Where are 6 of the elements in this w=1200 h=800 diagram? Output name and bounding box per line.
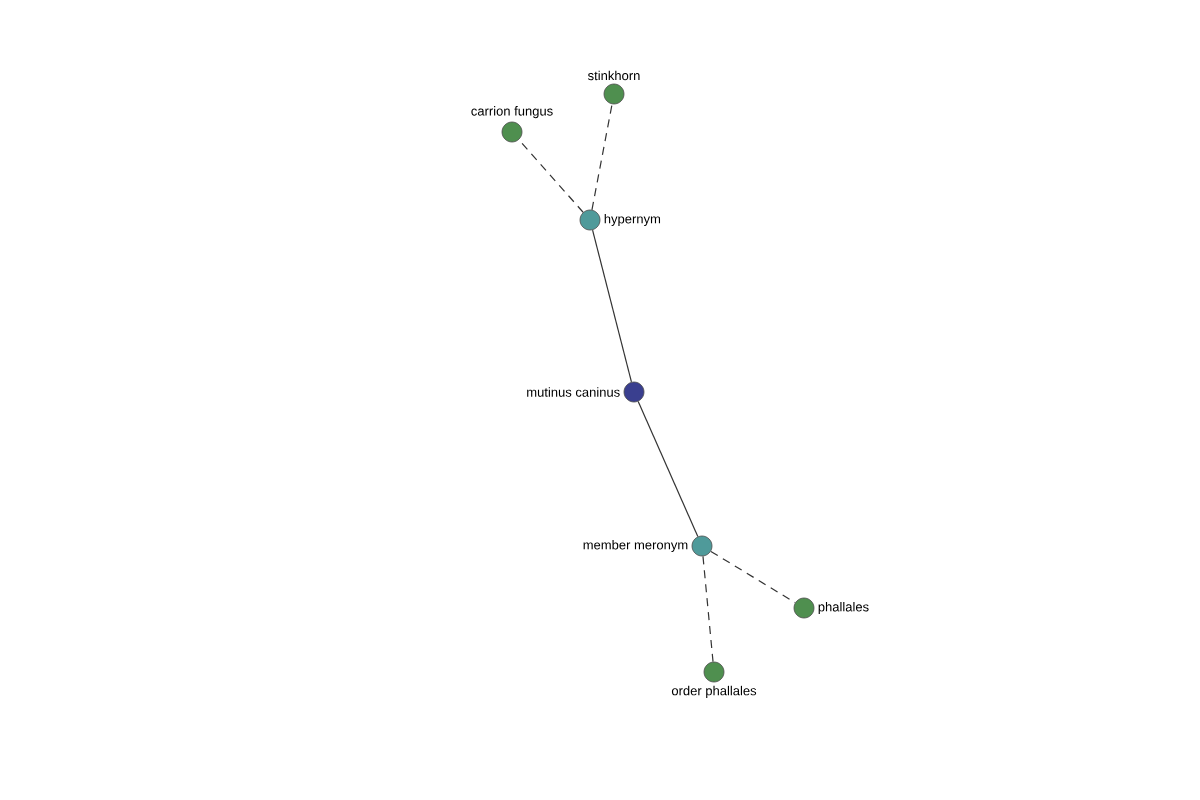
connector-line (592, 229, 633, 383)
connector-line (702, 555, 714, 663)
connector-line (710, 550, 796, 604)
connector-line (637, 400, 699, 538)
connector-line (591, 103, 613, 211)
connector-line (518, 139, 584, 213)
